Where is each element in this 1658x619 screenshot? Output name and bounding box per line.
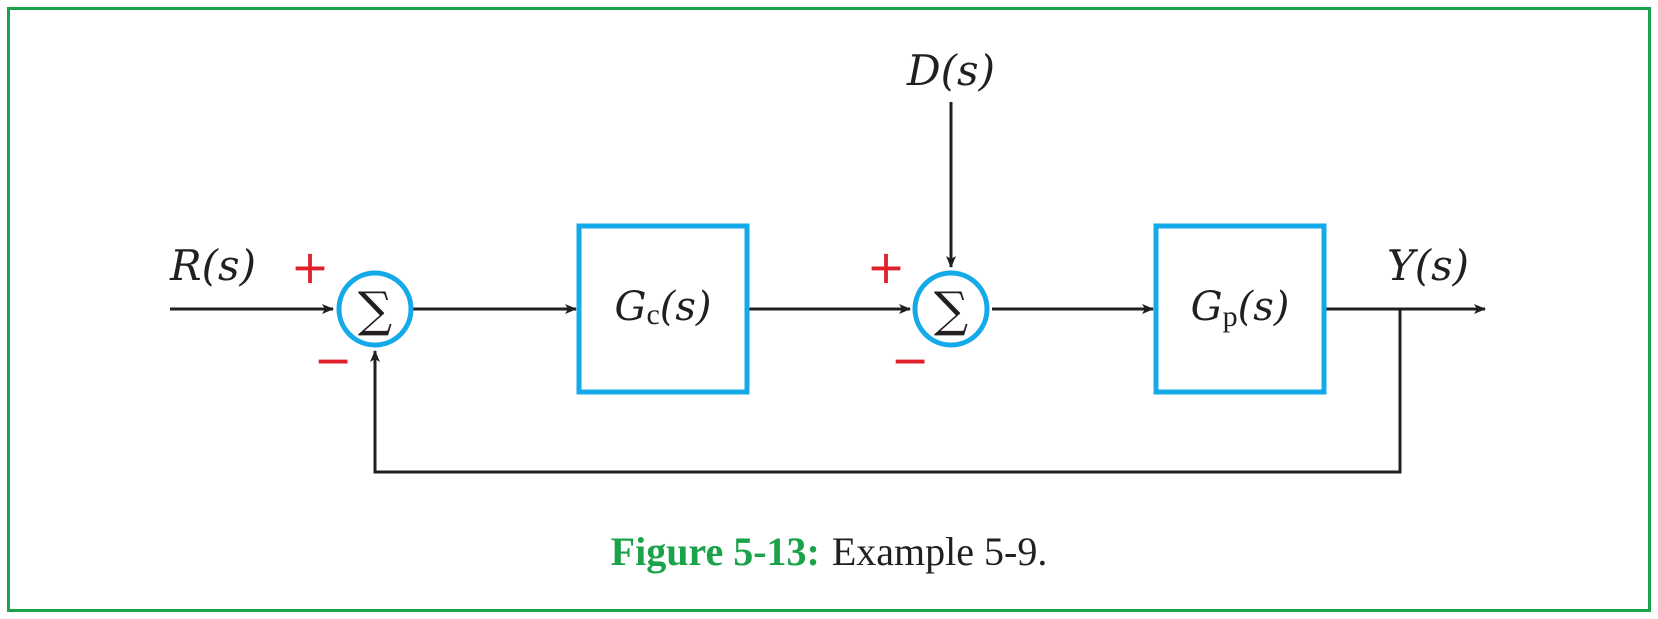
controller-label: Gc(s) (614, 284, 711, 331)
disturbance-signal-label: D(s) (906, 46, 995, 95)
output-signal-label: Y(s) (1387, 241, 1469, 290)
summing-junction-2 (912, 270, 990, 348)
figure-caption: Figure 5-13:Example 5-9. (611, 529, 1048, 574)
sj2-minus-sign: − (891, 333, 930, 387)
sigma-symbol-2: ∑ (934, 282, 968, 338)
feedback-line (370, 309, 1402, 474)
plant-label: Gp(s) (1191, 284, 1290, 333)
sigma-symbol-1: ∑ (358, 282, 392, 338)
sj1-minus-sign: − (314, 333, 353, 387)
summing-junction-1 (336, 270, 414, 348)
figure-frame (7, 7, 1651, 612)
controller-block (576, 223, 750, 395)
sj2-plus-sign: + (867, 240, 906, 294)
plant-block (1153, 223, 1327, 395)
input-signal-label: R(s) (169, 241, 256, 290)
sj1-plus-sign: + (291, 240, 330, 294)
